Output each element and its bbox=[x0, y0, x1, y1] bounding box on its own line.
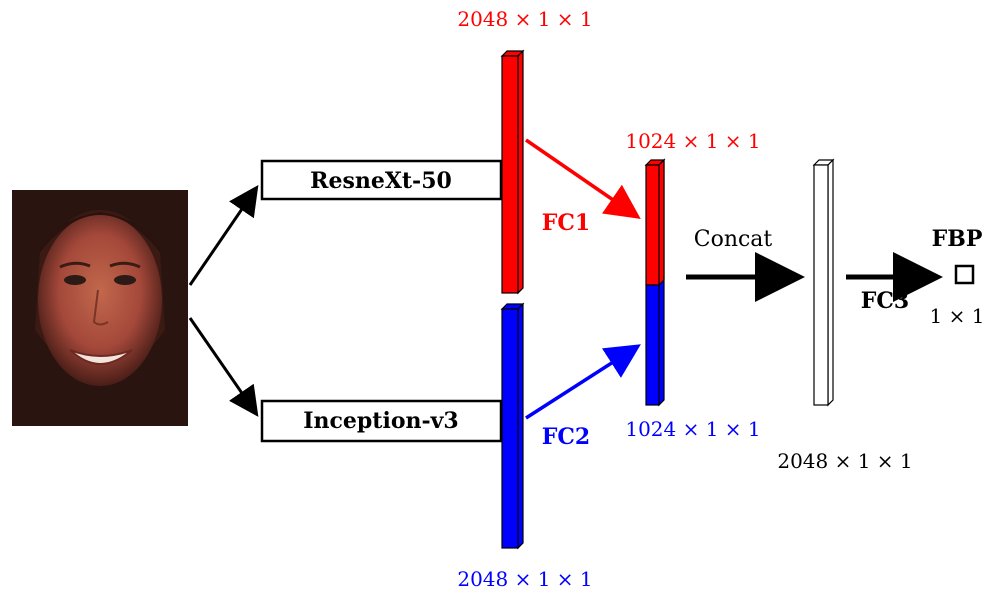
output-node bbox=[954, 264, 975, 285]
red-feature-bar bbox=[500, 49, 525, 295]
fc1-arrow bbox=[525, 138, 641, 219]
reduced-red-segment bbox=[645, 164, 660, 286]
reduced-blue-segment bbox=[645, 284, 660, 406]
concat-dim: 2048 × 1 × 1 bbox=[777, 449, 912, 473]
output-label: FBP bbox=[932, 226, 983, 252]
reduced-stack-bar bbox=[644, 158, 666, 407]
fc2-label: FC2 bbox=[542, 424, 590, 450]
inception-label: Inception-v3 bbox=[303, 408, 458, 434]
output-dim: 1 × 1 bbox=[930, 304, 985, 328]
fc3-label: FC3 bbox=[861, 288, 909, 314]
fc2-arrow bbox=[525, 344, 641, 420]
blue-feature-bar bbox=[500, 302, 525, 550]
reduced-red-dim: 1024 × 1 × 1 bbox=[625, 129, 760, 153]
concat-label: Concat bbox=[694, 227, 773, 252]
fc1-label: FC1 bbox=[542, 210, 590, 236]
arrow-to-inception bbox=[188, 317, 259, 417]
reduced-blue-dim: 1024 × 1 × 1 bbox=[625, 417, 760, 441]
red-feature-dim: 2048 × 1 × 1 bbox=[457, 7, 592, 31]
inception-box bbox=[260, 399, 503, 443]
blue-feature-dim: 2048 × 1 × 1 bbox=[457, 567, 592, 591]
arrow-to-resnext bbox=[188, 185, 259, 286]
face-photo bbox=[12, 190, 188, 426]
concat-bar bbox=[812, 158, 835, 407]
resnext-box bbox=[260, 159, 503, 201]
resnext-label: ResneXt-50 bbox=[310, 168, 452, 194]
